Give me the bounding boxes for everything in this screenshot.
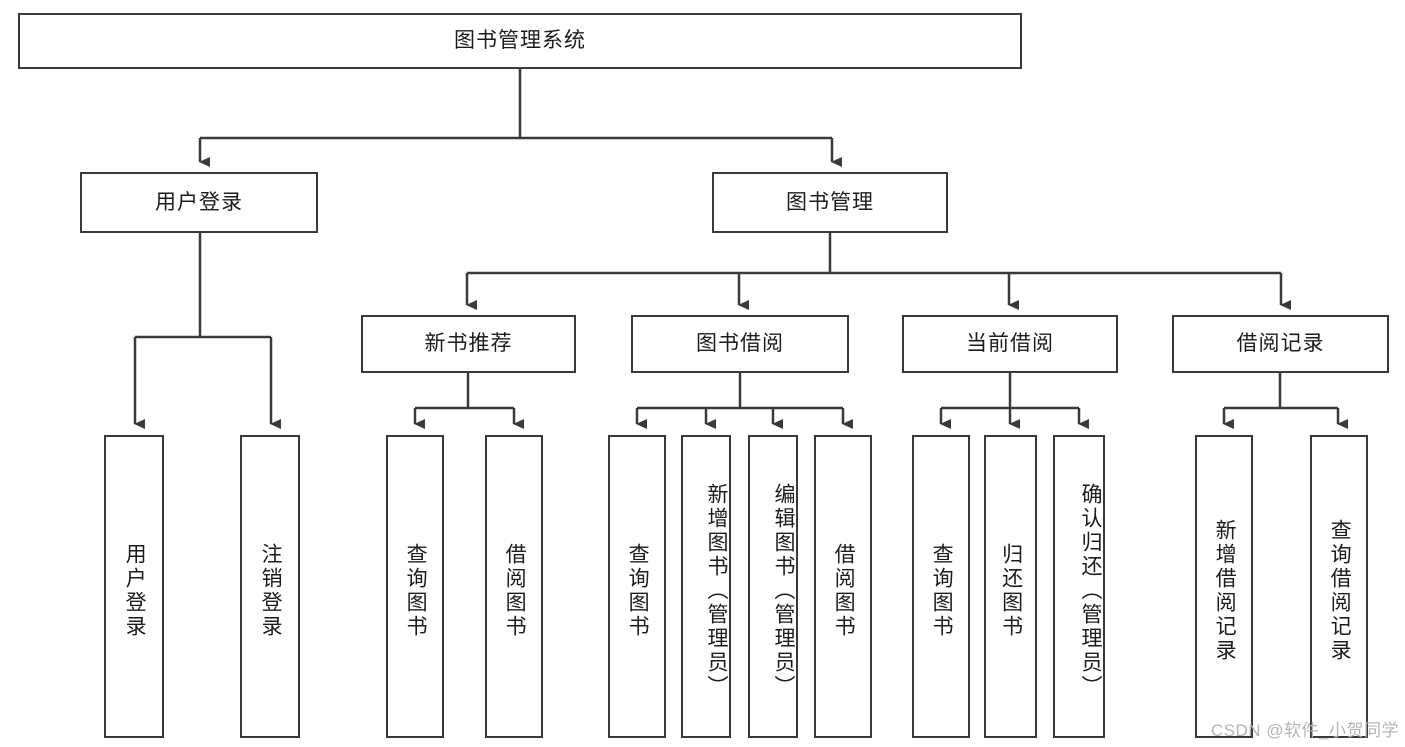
- node-label: 查询借阅记录: [1328, 518, 1352, 663]
- node-logout-leaf[interactable]: 注销登录: [240, 435, 300, 738]
- node-borrow-book[interactable]: 借阅图书: [814, 435, 872, 738]
- node-query-book-current[interactable]: 查询图书: [912, 435, 970, 738]
- node-book-borrow[interactable]: 图书借阅: [631, 315, 849, 373]
- node-edit-book-admin[interactable]: 编辑图书（管理员）: [748, 435, 798, 738]
- csdn-watermark: CSDN @软件_小贺同学: [1210, 721, 1399, 740]
- node-borrow-book-recommend[interactable]: 借阅图书: [485, 435, 543, 738]
- node-label: 查询图书: [404, 542, 428, 639]
- node-label: 新增借阅记录: [1213, 518, 1237, 663]
- node-label: 注销登录: [259, 542, 283, 639]
- node-label: 归还图书: [999, 542, 1023, 639]
- node-label: 图书管理系统: [454, 29, 586, 53]
- node-label: 新书推荐: [424, 332, 513, 356]
- node-user-login[interactable]: 用户登录: [80, 172, 318, 233]
- node-label: 借阅图书: [832, 542, 856, 639]
- node-label: 查询图书: [930, 542, 954, 639]
- node-label: 用户登录: [123, 542, 147, 639]
- node-label: 用户登录: [155, 190, 243, 214]
- node-label: 编辑图书（管理员）: [772, 482, 795, 699]
- node-return-book[interactable]: 归还图书: [984, 435, 1037, 738]
- node-book-management-system[interactable]: 图书管理系统: [18, 13, 1022, 69]
- node-label: 借阅记录: [1236, 332, 1325, 356]
- node-borrow-record[interactable]: 借阅记录: [1172, 315, 1389, 373]
- node-user-login-leaf[interactable]: 用户登录: [104, 435, 164, 738]
- node-query-book-recommend[interactable]: 查询图书: [386, 435, 444, 738]
- node-new-book-recommend[interactable]: 新书推荐: [361, 315, 576, 373]
- node-query-book-borrow[interactable]: 查询图书: [608, 435, 666, 738]
- node-label: 新增图书（管理员）: [705, 482, 728, 699]
- node-label: 查询图书: [626, 542, 650, 639]
- node-current-borrow[interactable]: 当前借阅: [902, 315, 1118, 373]
- node-label: 图书借阅: [696, 332, 784, 356]
- node-label: 确认归还（管理员）: [1079, 482, 1102, 699]
- node-add-book-admin[interactable]: 新增图书（管理员）: [681, 435, 731, 738]
- node-label: 当前借阅: [966, 332, 1054, 356]
- node-confirm-return-admin[interactable]: 确认归还（管理员）: [1053, 435, 1105, 738]
- node-query-borrow-record[interactable]: 查询借阅记录: [1310, 435, 1368, 738]
- node-label: 图书管理: [786, 190, 874, 214]
- node-add-borrow-record[interactable]: 新增借阅记录: [1195, 435, 1253, 738]
- node-label: 借阅图书: [503, 542, 527, 639]
- node-book-management[interactable]: 图书管理: [712, 172, 948, 233]
